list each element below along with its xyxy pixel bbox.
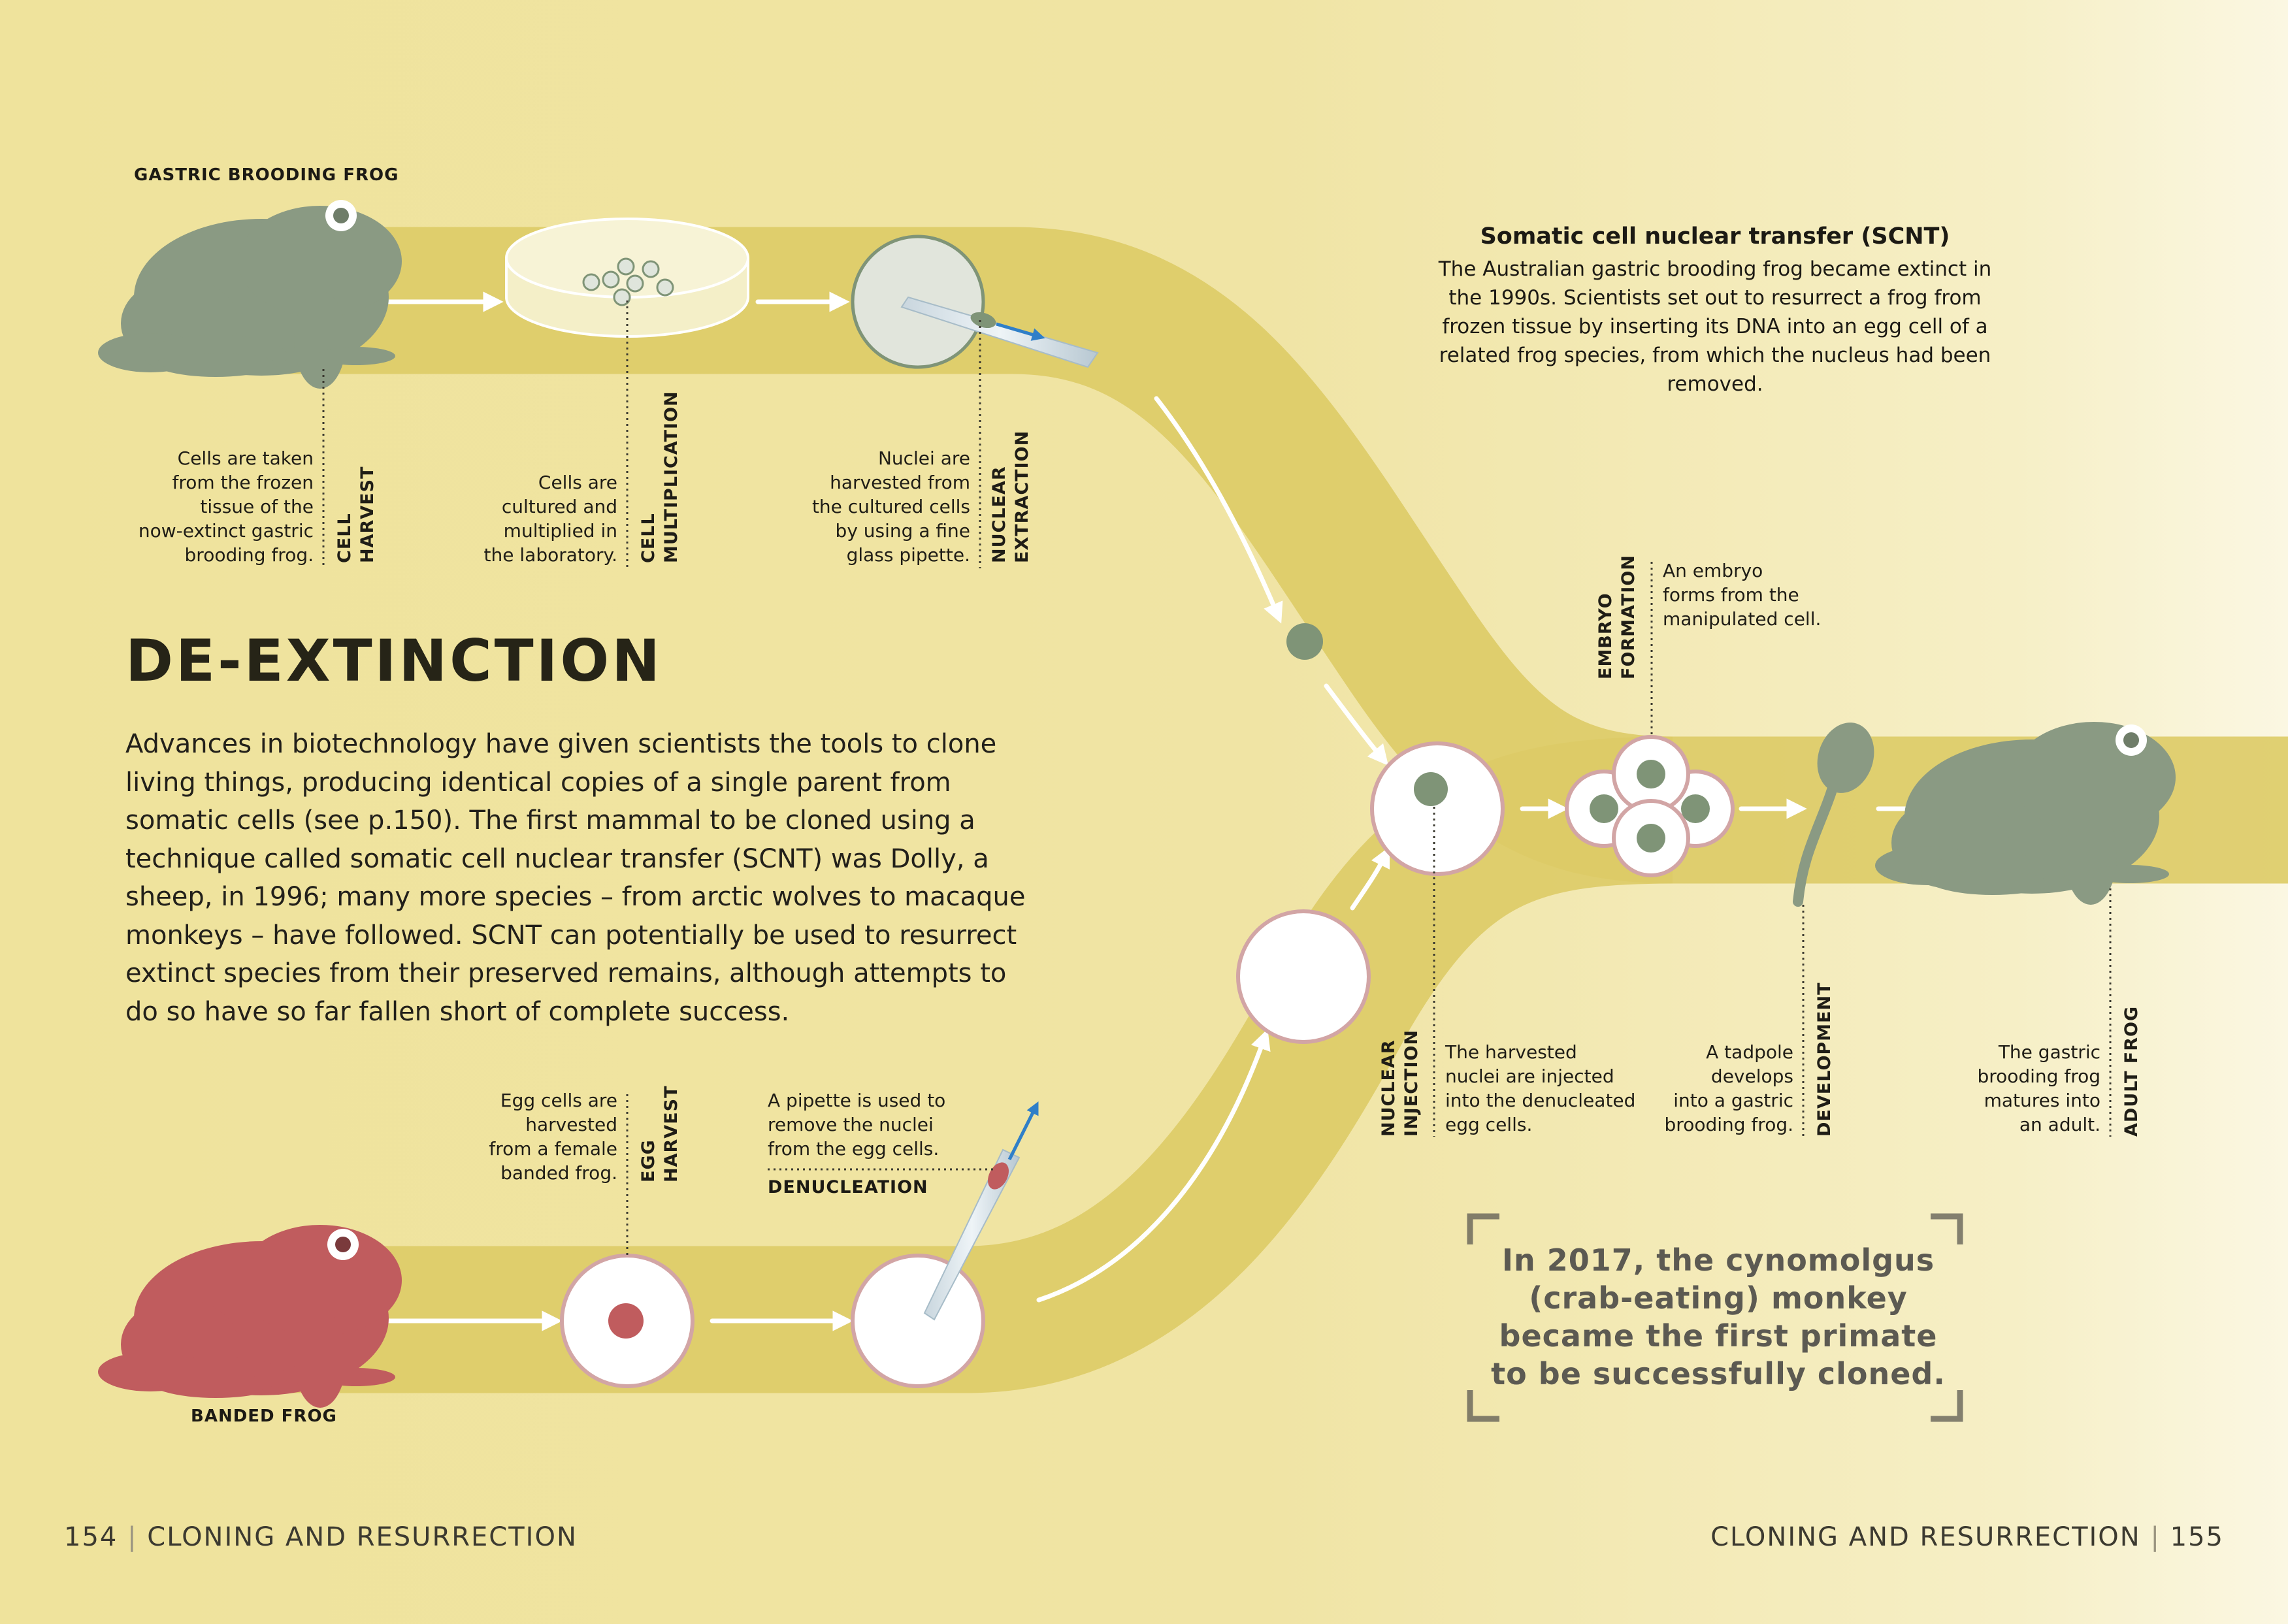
embryo-formation-caption: An embryo forms from the manipulated cel… — [1663, 560, 1822, 630]
adult-frog-step-label: ADULT FROG — [2121, 1005, 2142, 1137]
footer-divider-left: | — [127, 1522, 148, 1552]
denucleation-caption: A pipette is used to remove the nuclei f… — [768, 1090, 946, 1160]
scnt-description: The Australian gastric brooding frog bec… — [1438, 257, 1992, 396]
development-caption: A tadpole develops into a gastric broodi… — [1664, 1041, 1793, 1135]
embryo-cells — [1565, 735, 1735, 877]
footer-right: CLONING AND RESURRECTION | 155 — [1710, 1522, 2224, 1552]
egg-harvest-caption: Egg cells are harvested from a female ba… — [489, 1090, 617, 1184]
cultured-cells — [582, 257, 674, 306]
egg-harvest-step-label: EGG HARVEST — [638, 1085, 681, 1183]
page-title: DE-EXTINCTION — [125, 627, 662, 694]
scnt-title: Somatic cell nuclear transfer (SCNT) — [1480, 223, 1950, 250]
page-number-left: 154 — [64, 1522, 118, 1552]
cell-multiplication-caption: Cells are cultured and multiplied in the… — [483, 472, 617, 566]
arrow-denucleation-up — [1036, 1029, 1271, 1303]
cell-harvest-step-label: CELL HARVEST — [335, 466, 378, 564]
leader-lines — [322, 300, 2112, 1258]
empty-egg — [1236, 909, 1371, 1044]
nuclear-injection-caption: The harvested nuclei are injected into t… — [1445, 1041, 1636, 1135]
banded-frog-illustration — [98, 1225, 402, 1408]
petri-dish — [505, 218, 749, 338]
arrow-egg-to-injection — [1350, 846, 1390, 911]
section-name-right: CLONING AND RESURRECTION — [1710, 1522, 2141, 1552]
arrow-nucleus-to-egg — [1324, 683, 1389, 766]
tadpole — [1793, 723, 1874, 907]
page-number-right: 155 — [2170, 1522, 2224, 1552]
adult-frog-caption: The gastric brooding frog matures into a… — [1977, 1041, 2100, 1135]
section-name-left: CLONING AND RESURRECTION — [147, 1522, 578, 1552]
fact-quote: In 2017, the cynomolgus (crab-eating) mo… — [1491, 1242, 1946, 1391]
quote-brackets — [1467, 1213, 1963, 1422]
nuclear-injection-step-label: NUCLEAR INJECTION — [1379, 1030, 1422, 1137]
development-step-label: DEVELOPMENT — [1814, 982, 1835, 1137]
banded-frog-label: BANDED FROG — [191, 1406, 337, 1426]
gastric-brooding-frog-label: GASTRIC BROODING FROG — [134, 165, 399, 185]
arrow-extraction-down — [1154, 396, 1283, 624]
cell-multiplication-step-label: CELL MULTIPLICATION — [638, 391, 681, 563]
footer-left: 154 | CLONING AND RESURRECTION — [64, 1522, 578, 1552]
nuclear-extraction-step-label: NUCLEAR EXTRACTION — [989, 430, 1032, 563]
harvested-egg — [560, 1254, 695, 1388]
denucleation-step-label: DENUCLEATION — [768, 1177, 928, 1197]
cell-harvest-caption: Cells are taken from the frozen tissue o… — [138, 447, 314, 566]
adult-frog-illustration — [1875, 722, 2176, 905]
nuclear-extraction-cell — [851, 235, 1099, 369]
extracted-nucleus — [1286, 623, 1323, 660]
nuclear-injection-egg — [1370, 741, 1505, 876]
embryo-formation-step-label: EMBRYO FORMATION — [1595, 555, 1639, 679]
gastric-brooding-frog-illustration — [98, 200, 402, 389]
intro-paragraph: Advances in biotechnology have given sci… — [125, 729, 1026, 1027]
nuclear-extraction-caption: Nuclei are harvested from the cultured c… — [811, 447, 970, 566]
footer-divider-right: | — [2150, 1522, 2170, 1552]
denucleation-egg — [851, 1101, 1039, 1388]
